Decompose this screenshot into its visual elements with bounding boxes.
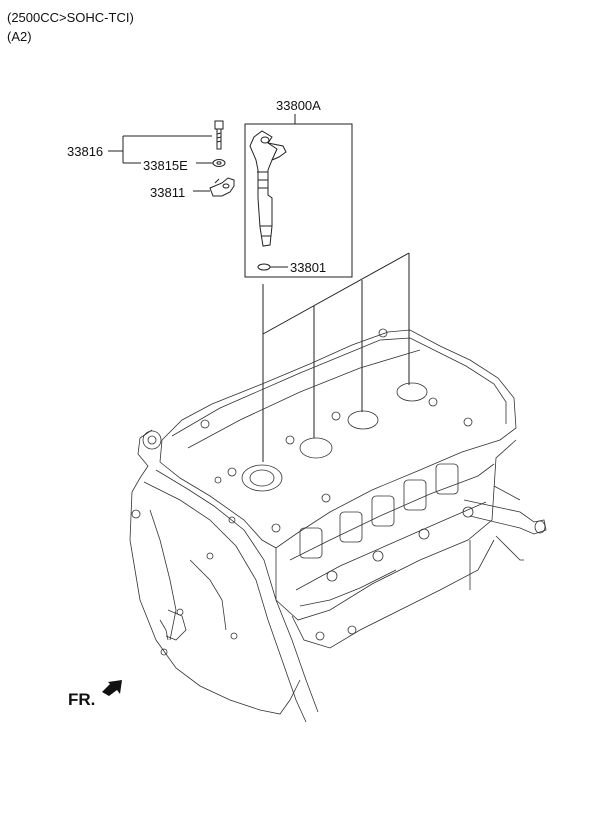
bolt-group-bracket	[108, 135, 213, 192]
label-33815e[interactable]: 33815E	[143, 158, 188, 173]
oring-icon[interactable]	[257, 263, 288, 271]
engine-illustration	[129, 328, 547, 723]
assembly-box	[244, 114, 353, 278]
label-33816[interactable]: 33816	[67, 144, 103, 159]
engine-spec-label: (2500CC>SOHC-TCI)	[7, 10, 134, 25]
bolt-icon[interactable]	[214, 120, 224, 150]
front-direction-label: FR.	[68, 690, 96, 709]
injector-leader-lines	[262, 252, 410, 462]
injector-icon[interactable]	[249, 130, 287, 247]
variant-label: (A2)	[7, 29, 32, 44]
clamp-icon[interactable]	[209, 177, 235, 197]
label-33811[interactable]: 33811	[150, 185, 185, 200]
label-33800a[interactable]: 33800A	[276, 98, 321, 113]
arrow-icon	[102, 680, 122, 696]
label-33801[interactable]: 33801	[290, 260, 326, 275]
washer-icon[interactable]	[212, 159, 226, 167]
